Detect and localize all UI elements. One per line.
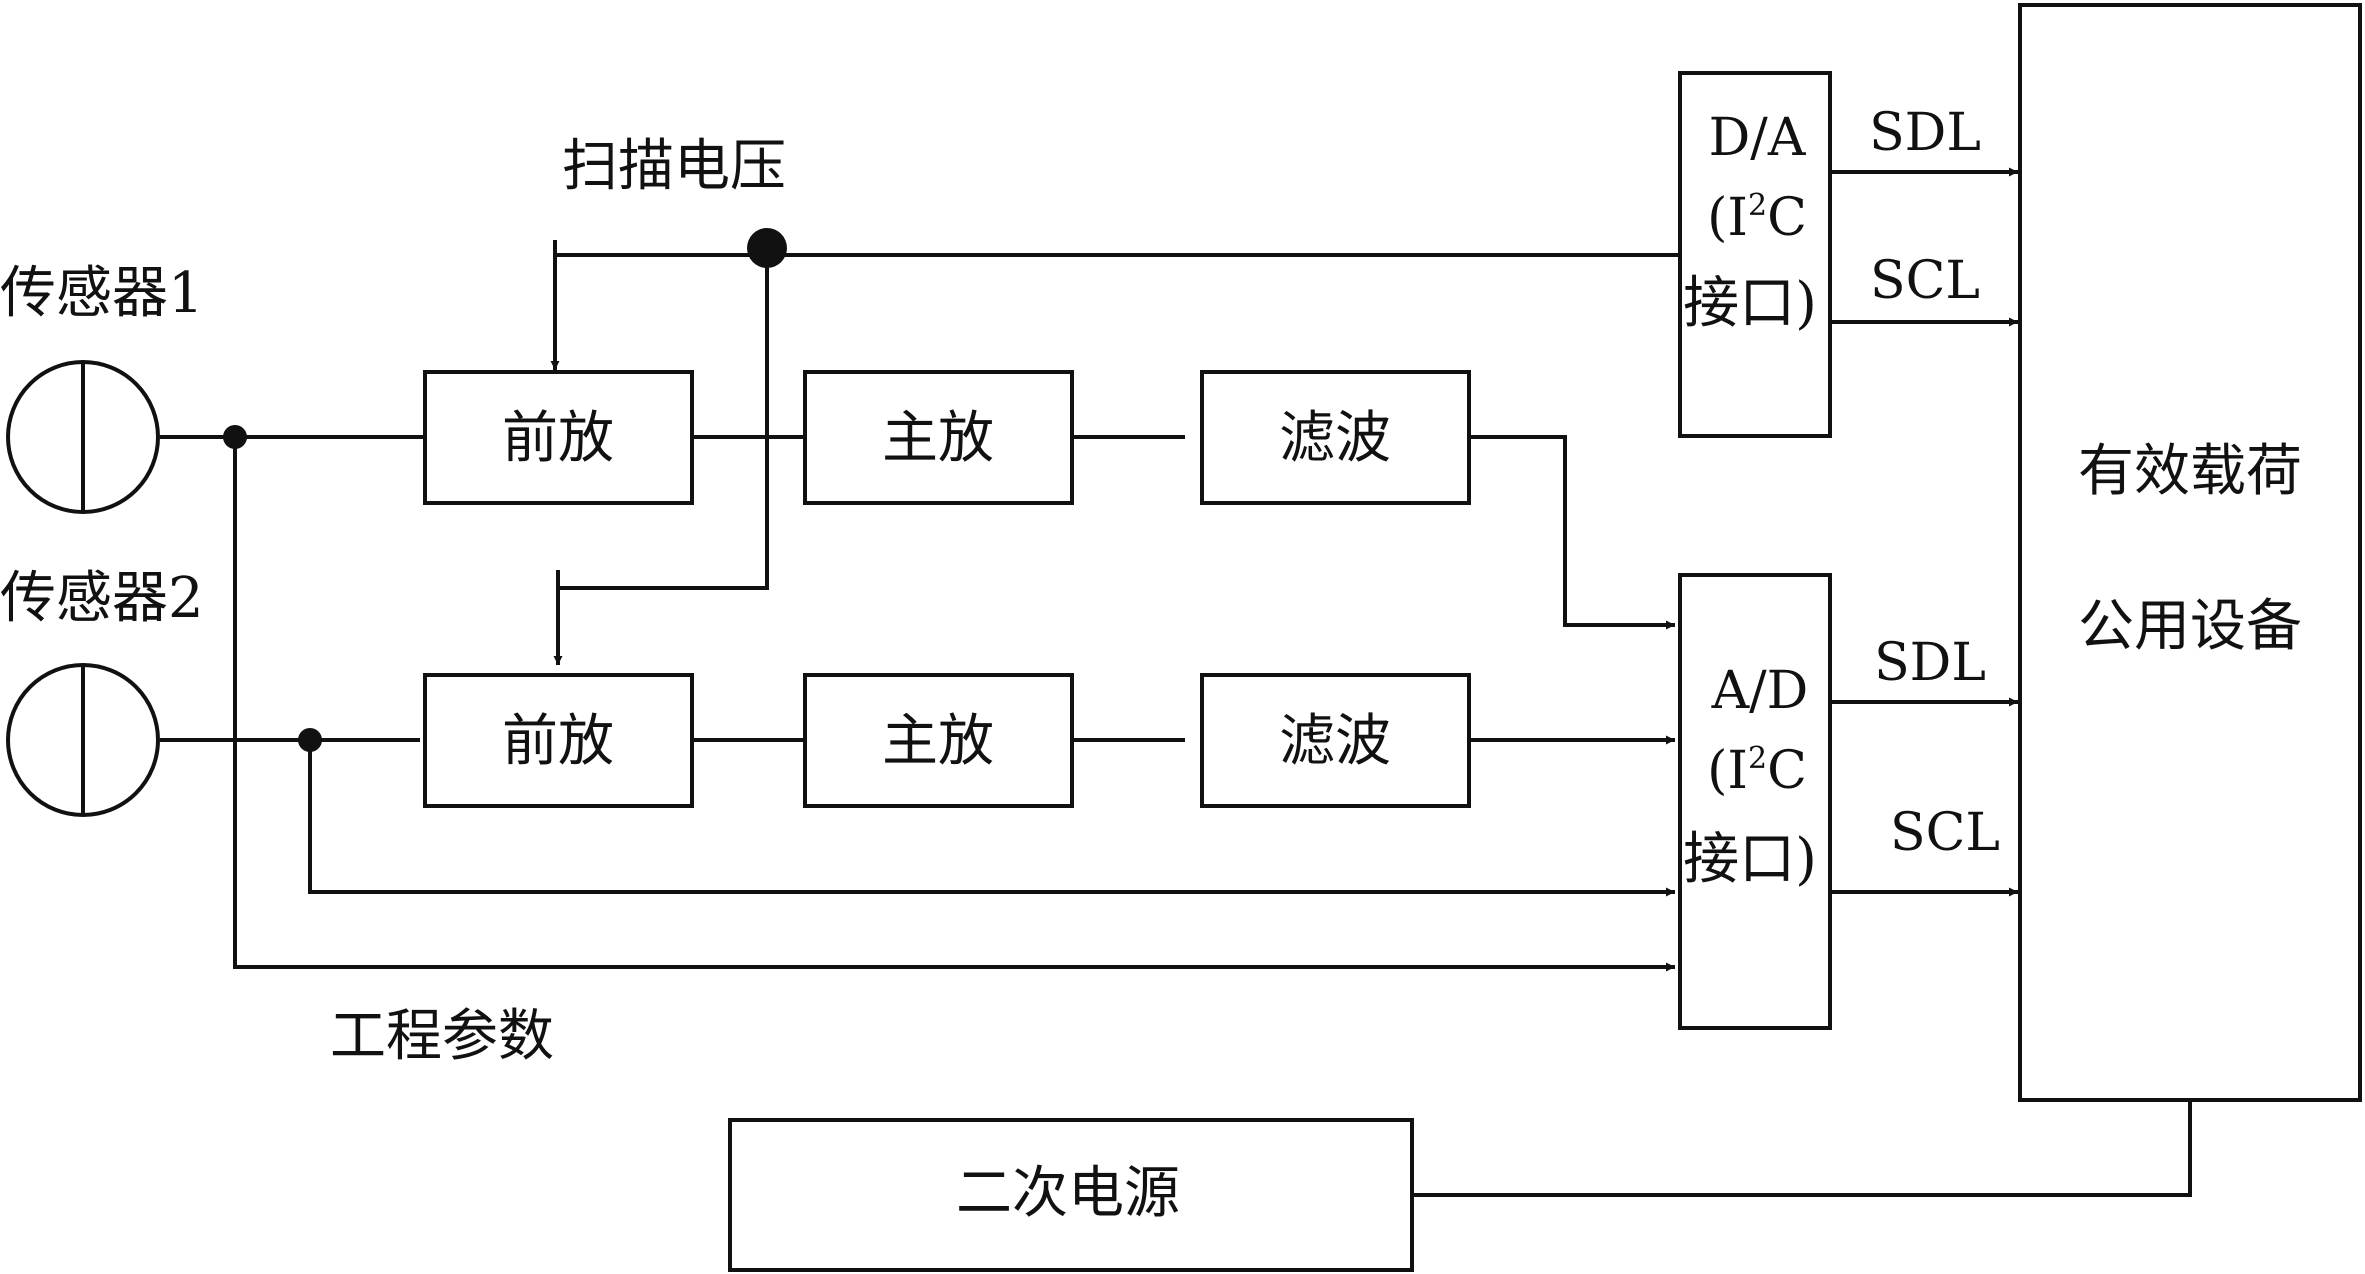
wire-sensor1-eng-param (233, 437, 1675, 972)
sdl-label-da: SDL (1869, 103, 1981, 163)
secondary-power-box (728, 1118, 1414, 1272)
filter2-box (1200, 673, 1471, 808)
da-line3: 接口) (1683, 271, 1817, 336)
filter1-label: 滤波 (1279, 406, 1391, 471)
sensor2-symbol (6, 663, 160, 817)
filter1-box (1200, 370, 1471, 505)
sensor1-symbol (6, 360, 160, 514)
sdl-label-ad: SDL (1874, 633, 1986, 693)
wire-filter1-ad (1470, 435, 1675, 630)
main-amp2-label: 主放 (882, 709, 994, 774)
main-amp2-box (803, 673, 1074, 808)
payload-equipment-box (2018, 3, 2362, 1102)
junction-sensor1 (223, 425, 247, 449)
preamp1-label: 前放 (502, 406, 614, 471)
preamp2-label: 前放 (502, 709, 614, 774)
wire-power-payload (1412, 1100, 2192, 1197)
da-line1: D/A (1709, 108, 1807, 168)
scl-label-da: SCL (1870, 251, 1980, 311)
ad-converter-box (1678, 573, 1832, 1030)
secondary-power-label: 二次电源 (956, 1161, 1180, 1226)
da-line2: (I2C (1707, 188, 1807, 248)
scl-label-ad: SCL (1890, 803, 2000, 863)
junction-scan-voltage (747, 228, 787, 268)
junction-sensor2 (298, 728, 322, 752)
payload-line2: 公用设备 (2078, 594, 2302, 659)
scan-voltage-label: 扫描电压 (562, 134, 786, 199)
wire-sensor2-eng-param (308, 740, 1675, 897)
main-amp1-label: 主放 (882, 406, 994, 471)
wire-scan-preamp2 (553, 255, 769, 665)
ad-line3: 接口) (1683, 827, 1817, 892)
payload-line1: 有效载荷 (2078, 439, 2302, 504)
preamp1-box (423, 370, 694, 505)
sensor1-label: 传感器1 (0, 261, 204, 326)
preamp2-box (423, 673, 694, 808)
sensor2-label: 传感器2 (0, 566, 204, 631)
ad-line1: A/D (1711, 661, 1809, 721)
engineering-params-label: 工程参数 (330, 1004, 554, 1069)
ad-line2: (I2C (1707, 741, 1807, 801)
main-amp1-box (803, 370, 1074, 505)
filter2-label: 滤波 (1279, 709, 1391, 774)
da-converter-box (1678, 71, 1832, 438)
